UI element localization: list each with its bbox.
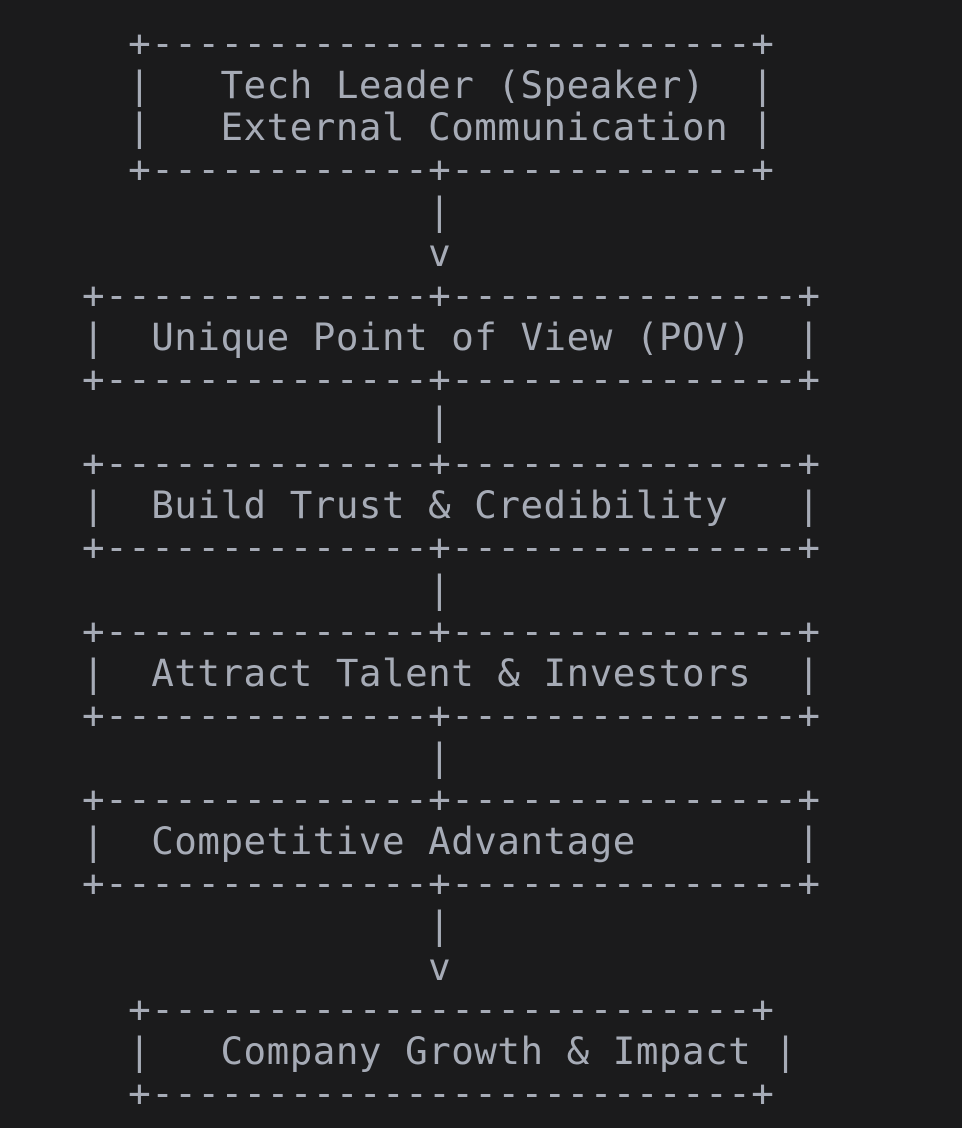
talent-box-bottom-border: +--------------+---------------+ (82, 693, 821, 737)
connector-line: | (82, 399, 452, 443)
connector-line: | (82, 735, 452, 779)
talent-box-label: | Attract Talent & Investors | (82, 651, 821, 695)
advantage-box-bottom-border: +--------------+---------------+ (82, 861, 821, 905)
pov-box-bottom-border: +--------------+---------------+ (82, 357, 821, 401)
tech-leader-box-bottom-border: +------------+-------------+ (82, 147, 775, 191)
tech-leader-title: | Tech Leader (Speaker) | (82, 63, 775, 107)
growth-box-label: | Company Growth & Impact | (82, 1029, 798, 1073)
trust-box-top-border: +--------------+---------------+ (82, 441, 821, 485)
tech-leader-box-top-border: +--------------------------+ (82, 21, 775, 65)
ascii-flow-diagram: +--------------------------+ | Tech Lead… (82, 22, 820, 1114)
trust-box-label: | Build Trust & Credibility | (82, 483, 821, 527)
growth-box-bottom-border: +--------------------------+ (82, 1071, 775, 1115)
connector-line: | (82, 189, 452, 233)
growth-box-top-border: +--------------------------+ (82, 987, 775, 1031)
pov-box-top-border: +--------------+---------------+ (82, 273, 821, 317)
pov-box-label: | Unique Point of View (POV) | (82, 315, 821, 359)
arrow-down-icon: v (82, 945, 452, 989)
connector-line: | (82, 903, 452, 947)
advantage-box-label: | Competitive Advantage | (82, 819, 821, 863)
trust-box-bottom-border: +--------------+---------------+ (82, 525, 821, 569)
arrow-down-icon: v (82, 231, 452, 275)
connector-line: | (82, 567, 452, 611)
talent-box-top-border: +--------------+---------------+ (82, 609, 821, 653)
tech-leader-subtitle: | External Communication | (82, 105, 775, 149)
advantage-box-top-border: +--------------+---------------+ (82, 777, 821, 821)
